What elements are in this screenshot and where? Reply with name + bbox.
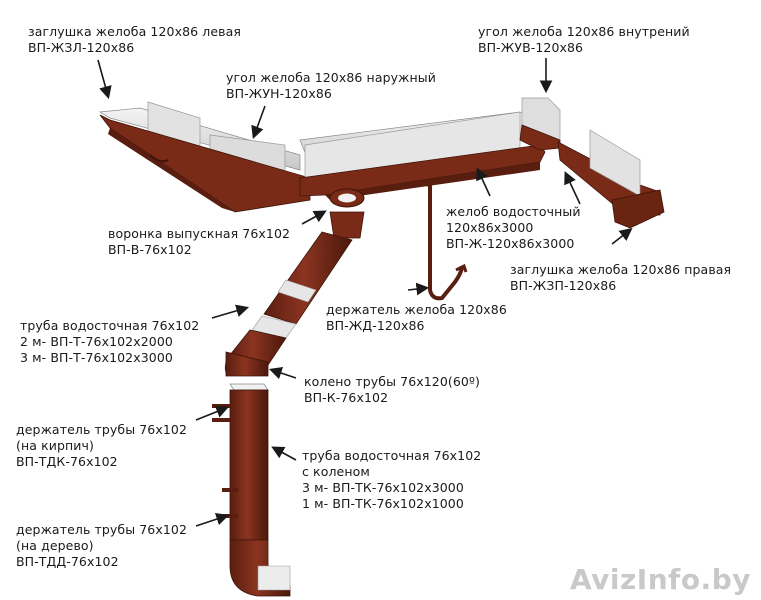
label-pipe-holder-wood-sub: (на дерево) [16,538,94,553]
label-outer-corner-code: ВП-ЖУН-120х86 [226,86,332,101]
label-pipe-with-elbow-sub: с коленом [302,464,370,479]
label-pipe-with-elbow-code-3m: 3 м- ВП-ТК-76х102х3000 [302,480,464,495]
label-pipe-holder-brick-name: держатель трубы 76х102 [16,422,188,437]
label-end-cap-left: заглушка желоба 120х86 левая ВП-ЖЗЛ-120х… [28,24,241,56]
outlet-funnel [329,188,365,239]
label-gutter-size: 120х86х3000 [446,220,534,235]
left-gutter-section [98,101,311,213]
diagonal-pipe [225,231,353,369]
label-pipe-holder-wood-name: держатель трубы 76х102 [16,522,188,537]
label-elbow-name: колено трубы 76х120(60º) [304,374,480,389]
label-pipe-name: труба водосточная 76х102 [20,318,200,333]
label-pipe-with-elbow-name: труба водосточная 76х102 [302,448,482,463]
inner-corner [519,97,561,151]
label-outlet-code: ВП-В-76х102 [108,242,192,257]
label-inner-corner-code: ВП-ЖУВ-120х86 [478,40,584,55]
label-pipe-with-elbow: труба водосточная 76х102 с коленом 3 м- … [302,448,481,512]
vertical-pipe [212,383,291,597]
label-end-cap-left-code: ВП-ЖЗЛ-120х86 [28,40,135,55]
callout-arrows [97,58,633,527]
label-gutter-holder: держатель желоба 120х86 ВП-ЖД-120х86 [326,302,507,334]
label-end-cap-right: заглушка желоба 120х86 правая ВП-ЖЗП-120… [510,262,731,294]
label-elbow-code: ВП-К-76х102 [304,390,389,405]
label-outlet: воронка выпускная 76х102 ВП-В-76х102 [108,226,290,258]
label-pipe: труба водосточная 76х102 2 м- ВП-Т-76х10… [20,318,199,366]
label-gutter-holder-name: держатель желоба 120х86 [326,302,507,317]
label-inner-corner-name: угол желоба 120х86 внутрений [478,24,690,39]
label-gutter-holder-code: ВП-ЖД-120х86 [326,318,425,333]
right-gutter-section [557,129,665,229]
watermark: AvizInfo.by [569,563,751,596]
label-end-cap-right-code: ВП-ЖЗП-120х86 [510,278,617,293]
label-pipe-holder-wood: держатель трубы 76х102 (на дерево) ВП-ТД… [16,522,187,570]
label-outer-corner-name: угол желоба 120х86 наружный [226,70,436,85]
label-gutter-name: желоб водосточный [446,204,581,219]
label-gutter-code: ВП-Ж-120х86х3000 [446,236,575,251]
label-end-cap-right-name: заглушка желоба 120х86 правая [510,262,732,277]
label-gutter: желоб водосточный 120х86х3000 ВП-Ж-120х8… [446,204,581,252]
label-pipe-holder-wood-code: ВП-ТДД-76х102 [16,554,119,569]
label-pipe-holder-brick-sub: (на кирпич) [16,438,94,453]
main-gutter [299,111,546,200]
label-end-cap-left-name: заглушка желоба 120х86 левая [28,24,241,39]
label-pipe-holder-brick-code: ВП-ТДК-76х102 [16,454,118,469]
label-inner-corner: угол желоба 120х86 внутрений ВП-ЖУВ-120х… [478,24,690,56]
pipe-elbow [224,351,269,377]
label-pipe-code-2m: 2 м- ВП-Т-76х102х2000 [20,334,173,349]
label-pipe-holder-brick: держатель трубы 76х102 (на кирпич) ВП-ТД… [16,422,187,470]
label-elbow: колено трубы 76х120(60º) ВП-К-76х102 [304,374,480,406]
label-outer-corner: угол желоба 120х86 наружный ВП-ЖУН-120х8… [226,70,436,102]
label-outlet-name: воронка выпускная 76х102 [108,226,291,241]
label-pipe-with-elbow-code-1m: 1 м- ВП-ТК-76х102х1000 [302,496,464,511]
label-pipe-code-3m: 3 м- ВП-Т-76х102х3000 [20,350,173,365]
gutter-holder [425,182,468,301]
